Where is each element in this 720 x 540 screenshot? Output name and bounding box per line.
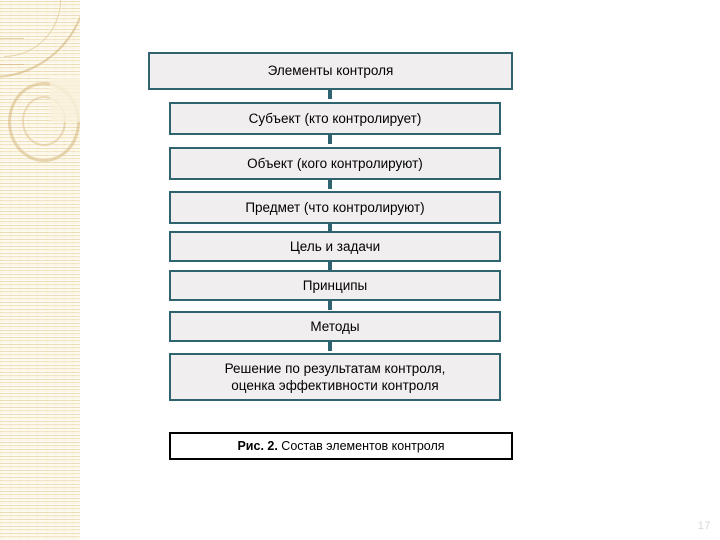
flow-box-object[interactable]: Объект (кого контролируют) [169,147,501,180]
flow-box-label: Методы [310,318,360,334]
flow-box-label: Элементы контроля [267,63,394,78]
flow-box-label-multiline: Решение по результатам контроля, оценка … [225,360,446,394]
connector-stem [328,261,332,270]
figure-caption-box: Рис. 2. Состав элементов контроля [169,432,513,460]
flow-box-subject[interactable]: Субъект (кто контролирует) [169,102,501,135]
flow-box-label: Субъект (кто контролирует) [248,110,422,126]
flow-box-label: Цель и задачи [289,238,381,254]
figure-caption-title: Состав элементов контроля [277,439,445,453]
swirl-gap-mask [50,78,80,122]
connector-stem [328,342,332,351]
flow-box-label-line-2: оценка эффективности контроля [231,378,439,393]
flow-box-elementy-kontrolya[interactable]: Элементы контроля [148,52,513,90]
connector-stem [328,180,332,189]
sidebar-tick [0,38,24,39]
flow-box-metody[interactable]: Методы [169,311,501,342]
connector-arrow-3 [325,180,335,189]
flow-box-label: Объект (кого контролируют) [247,155,423,171]
sidebar-tick [0,64,24,65]
flow-box-predmet[interactable]: Предмет (что контролируют) [169,191,501,224]
connector-arrow-7 [325,342,335,351]
connector-arrow-6 [325,301,335,310]
connector-arrow-2 [325,135,335,144]
connector-arrow-1 [325,90,335,99]
flow-box-principy[interactable]: Принципы [169,270,501,301]
flow-box-label: Принципы [302,277,368,293]
page-number: 17 [697,520,711,532]
decorative-sidebar [0,0,80,540]
flow-box-label: Предмет (что контролируют) [245,199,425,215]
connector-stem [328,301,332,310]
swirl-ring-outer-decoration [8,82,80,162]
figure-caption-text: Рис. 2. Состав элементов контроля [237,439,444,453]
flow-box-label-line-1: Решение по результатам контроля, [224,361,446,376]
connector-stem [328,135,332,144]
flow-box-cel-i-zadachi[interactable]: Цель и задачи [169,231,501,262]
connector-stem [328,90,332,99]
flow-box-reshenie-ocenka[interactable]: Решение по результатам контроля, оценка … [169,353,501,401]
connector-arrow-5 [325,261,335,270]
figure-number: Рис. 2. [237,439,278,453]
